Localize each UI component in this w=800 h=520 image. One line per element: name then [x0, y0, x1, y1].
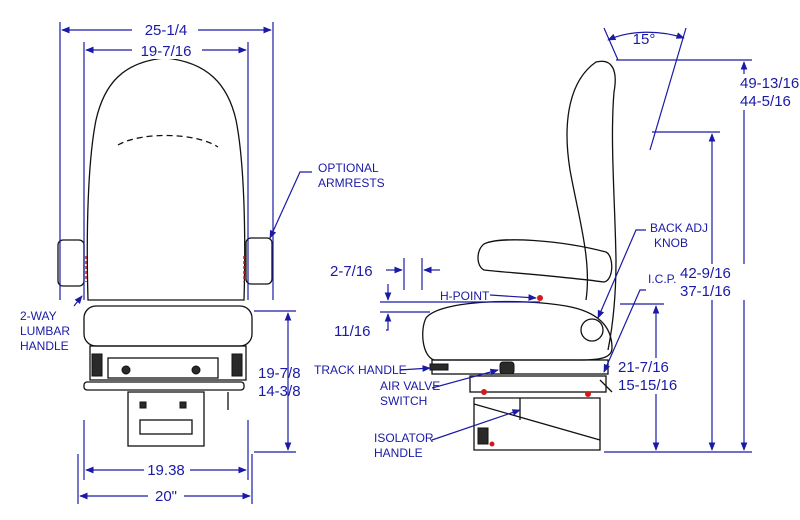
track-handle [429, 363, 449, 371]
lumbar-handle-label-1: 2-WAY [20, 309, 57, 323]
side-suspension [473, 397, 601, 451]
h-point-marker [537, 295, 543, 301]
side-seat-cushion [422, 300, 613, 361]
lumbar-handle-label-3: HANDLE [20, 339, 69, 353]
front-view-seat [57, 57, 273, 447]
side-leaders [399, 229, 646, 441]
front-armrest-right [245, 237, 273, 285]
optional-armrests-label-2: ARMRESTS [318, 176, 385, 190]
icp-height-low-value: 37-1/16 [680, 283, 731, 300]
front-leaders [73, 171, 312, 307]
isolator-handle-label-2: HANDLE [374, 446, 423, 460]
h-point-height-low-value: 15-15/16 [618, 377, 677, 394]
overall-height-high-value: 49-13/16 [740, 75, 799, 92]
front-track-bar [83, 381, 245, 391]
h-point-label: H-POINT [440, 289, 490, 303]
isolator-handle-label-1: ISOLATOR [374, 431, 434, 445]
side-track [469, 375, 607, 393]
front-armrest-left [57, 239, 85, 287]
icp-label: I.C.P. [648, 272, 676, 286]
back-width-value: 19-7/16 [141, 43, 192, 60]
lumbar-handle-label-2: LUMBAR [20, 324, 70, 338]
front-seat-cushion [83, 305, 253, 347]
track-handle-label: TRACK HANDLE [314, 363, 407, 377]
front-backrest [86, 57, 246, 301]
recline-angle-value: 15° [633, 31, 656, 48]
h-point-height-high-value: 21-7/16 [618, 359, 669, 376]
h-point-horizontal-value: 2-7/16 [330, 263, 373, 280]
back-adj-knob [580, 318, 604, 342]
side-backrest [566, 60, 617, 351]
side-armrest [477, 239, 613, 283]
overall-height-low-value: 44-5/16 [740, 93, 791, 110]
overall-width-value: 25-1/4 [145, 22, 188, 39]
front-backrest-contour [117, 134, 219, 148]
seat-height-low-value: 14-3/8 [258, 383, 301, 400]
back-adj-knob-label-1: BACK ADJ [650, 221, 708, 235]
base-width-value: 19.38 [147, 462, 185, 479]
front-dimensions [59, 20, 296, 504]
seat-height-high-value: 19-7/8 [258, 365, 301, 382]
cushion-width-value: 20" [155, 488, 177, 505]
h-point-vertical-value: 11/16 [334, 323, 370, 340]
side-dimensions [380, 27, 778, 453]
side-view-seat [422, 60, 617, 451]
back-adj-knob-label-2: KNOB [654, 236, 688, 250]
front-seat-frame [89, 345, 247, 381]
air-valve-switch-label-1: AIR VALVE [380, 379, 440, 393]
side-seat-frame [431, 359, 609, 375]
air-valve-switch [499, 361, 515, 375]
air-valve-switch-label-2: SWITCH [380, 394, 427, 408]
icp-height-high-value: 42-9/16 [680, 265, 731, 282]
optional-armrests-label-1: OPTIONAL [318, 161, 379, 175]
recline-angle-arc [607, 31, 685, 41]
front-suspension-base [127, 391, 205, 447]
